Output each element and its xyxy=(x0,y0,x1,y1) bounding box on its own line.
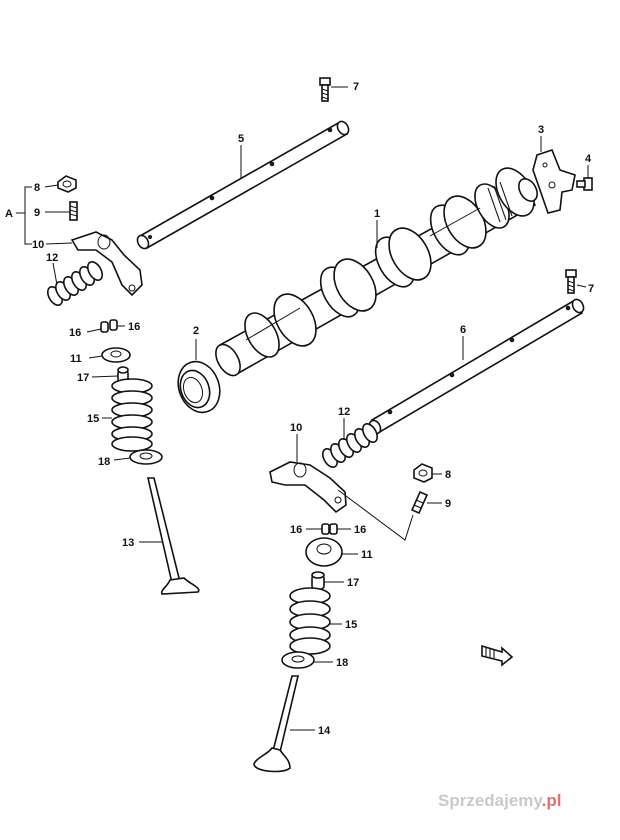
label-part-16-a: 16 xyxy=(69,327,81,339)
spring-retainer-left xyxy=(101,347,131,363)
valve-cotters-left xyxy=(100,319,118,333)
rocker-shaft-upper xyxy=(136,120,350,250)
svg-text:Sprzedajemy.pl: Sprzedajemy.pl xyxy=(438,791,561,810)
rocker-arm-right xyxy=(269,461,414,541)
label-part-18-right: 18 xyxy=(336,657,348,669)
watermark-brand: Sprzedajemy xyxy=(438,791,543,810)
adjusting-nut-left xyxy=(57,175,77,193)
camshaft-thrust-plate xyxy=(532,136,576,214)
watermark-tld: .pl xyxy=(542,791,562,810)
label-part-17-left: 17 xyxy=(77,372,89,384)
label-part-12-right: 12 xyxy=(338,406,350,418)
label-part-15-right: 15 xyxy=(345,619,357,631)
label-part-8-left: 8 xyxy=(34,182,40,194)
exhaust-valve xyxy=(253,675,300,773)
oil-seal xyxy=(177,339,221,414)
label-part-16-b: 16 xyxy=(128,321,140,333)
adjusting-nut-right xyxy=(413,463,433,483)
label-part-7-top: 7 xyxy=(353,81,359,93)
label-part-11-right: 11 xyxy=(361,549,373,561)
valve-spring-right xyxy=(289,587,331,655)
leader-lines xyxy=(44,145,464,731)
spring-seat-right xyxy=(281,651,315,669)
watermark-logo: Sprzedajemy.pl xyxy=(438,791,561,810)
valve-cotters-right xyxy=(321,523,338,535)
label-part-11-left: 11 xyxy=(70,353,82,365)
plate-bolt xyxy=(576,165,593,191)
label-part-1: 1 xyxy=(374,208,380,220)
label-part-6: 6 xyxy=(460,324,466,336)
label-part-13: 13 xyxy=(122,537,134,549)
label-part-12-left: 12 xyxy=(46,252,58,264)
rocker-shaft-lower xyxy=(368,298,585,435)
label-part-16-d: 16 xyxy=(354,524,366,536)
rocker-arm-left xyxy=(70,231,143,297)
label-part-4: 4 xyxy=(585,153,592,165)
label-part-7-right: 7 xyxy=(588,283,594,295)
part-labels: 1 2 3 4 5 6 7 7 8 8 9 9 10 10 11 11 12 1… xyxy=(5,81,594,737)
label-part-9-left: 9 xyxy=(34,207,40,219)
label-part-17-right: 17 xyxy=(347,577,359,589)
label-part-3: 3 xyxy=(538,124,544,136)
label-part-18-left: 18 xyxy=(98,456,110,468)
rocker-spring-right xyxy=(321,423,379,468)
adjusting-screw-left xyxy=(69,201,78,221)
label-part-5: 5 xyxy=(238,133,244,145)
group-a-bracket xyxy=(16,186,32,245)
label-part-8-right: 8 xyxy=(445,469,451,481)
rocker-spring-left xyxy=(46,261,104,306)
label-part-2: 2 xyxy=(193,325,199,337)
spring-seat-left xyxy=(129,449,163,465)
bolt-top xyxy=(319,77,348,102)
valve-spring-left xyxy=(111,378,153,452)
bolt-right xyxy=(565,269,587,294)
label-part-14: 14 xyxy=(318,725,331,737)
label-part-10-right: 10 xyxy=(290,422,302,434)
label-part-9-right: 9 xyxy=(445,498,451,510)
valve-stem-seal-right xyxy=(311,571,325,590)
label-part-10-left: 10 xyxy=(32,239,44,251)
label-group-a: A xyxy=(5,208,13,220)
intake-valve xyxy=(146,477,200,595)
adjusting-screw-right xyxy=(410,490,429,515)
spring-retainer-right xyxy=(305,537,343,567)
label-part-15-left: 15 xyxy=(87,413,99,425)
camshaft xyxy=(215,167,538,377)
label-part-16-c: 16 xyxy=(290,524,302,536)
front-direction-arrow xyxy=(481,644,514,667)
